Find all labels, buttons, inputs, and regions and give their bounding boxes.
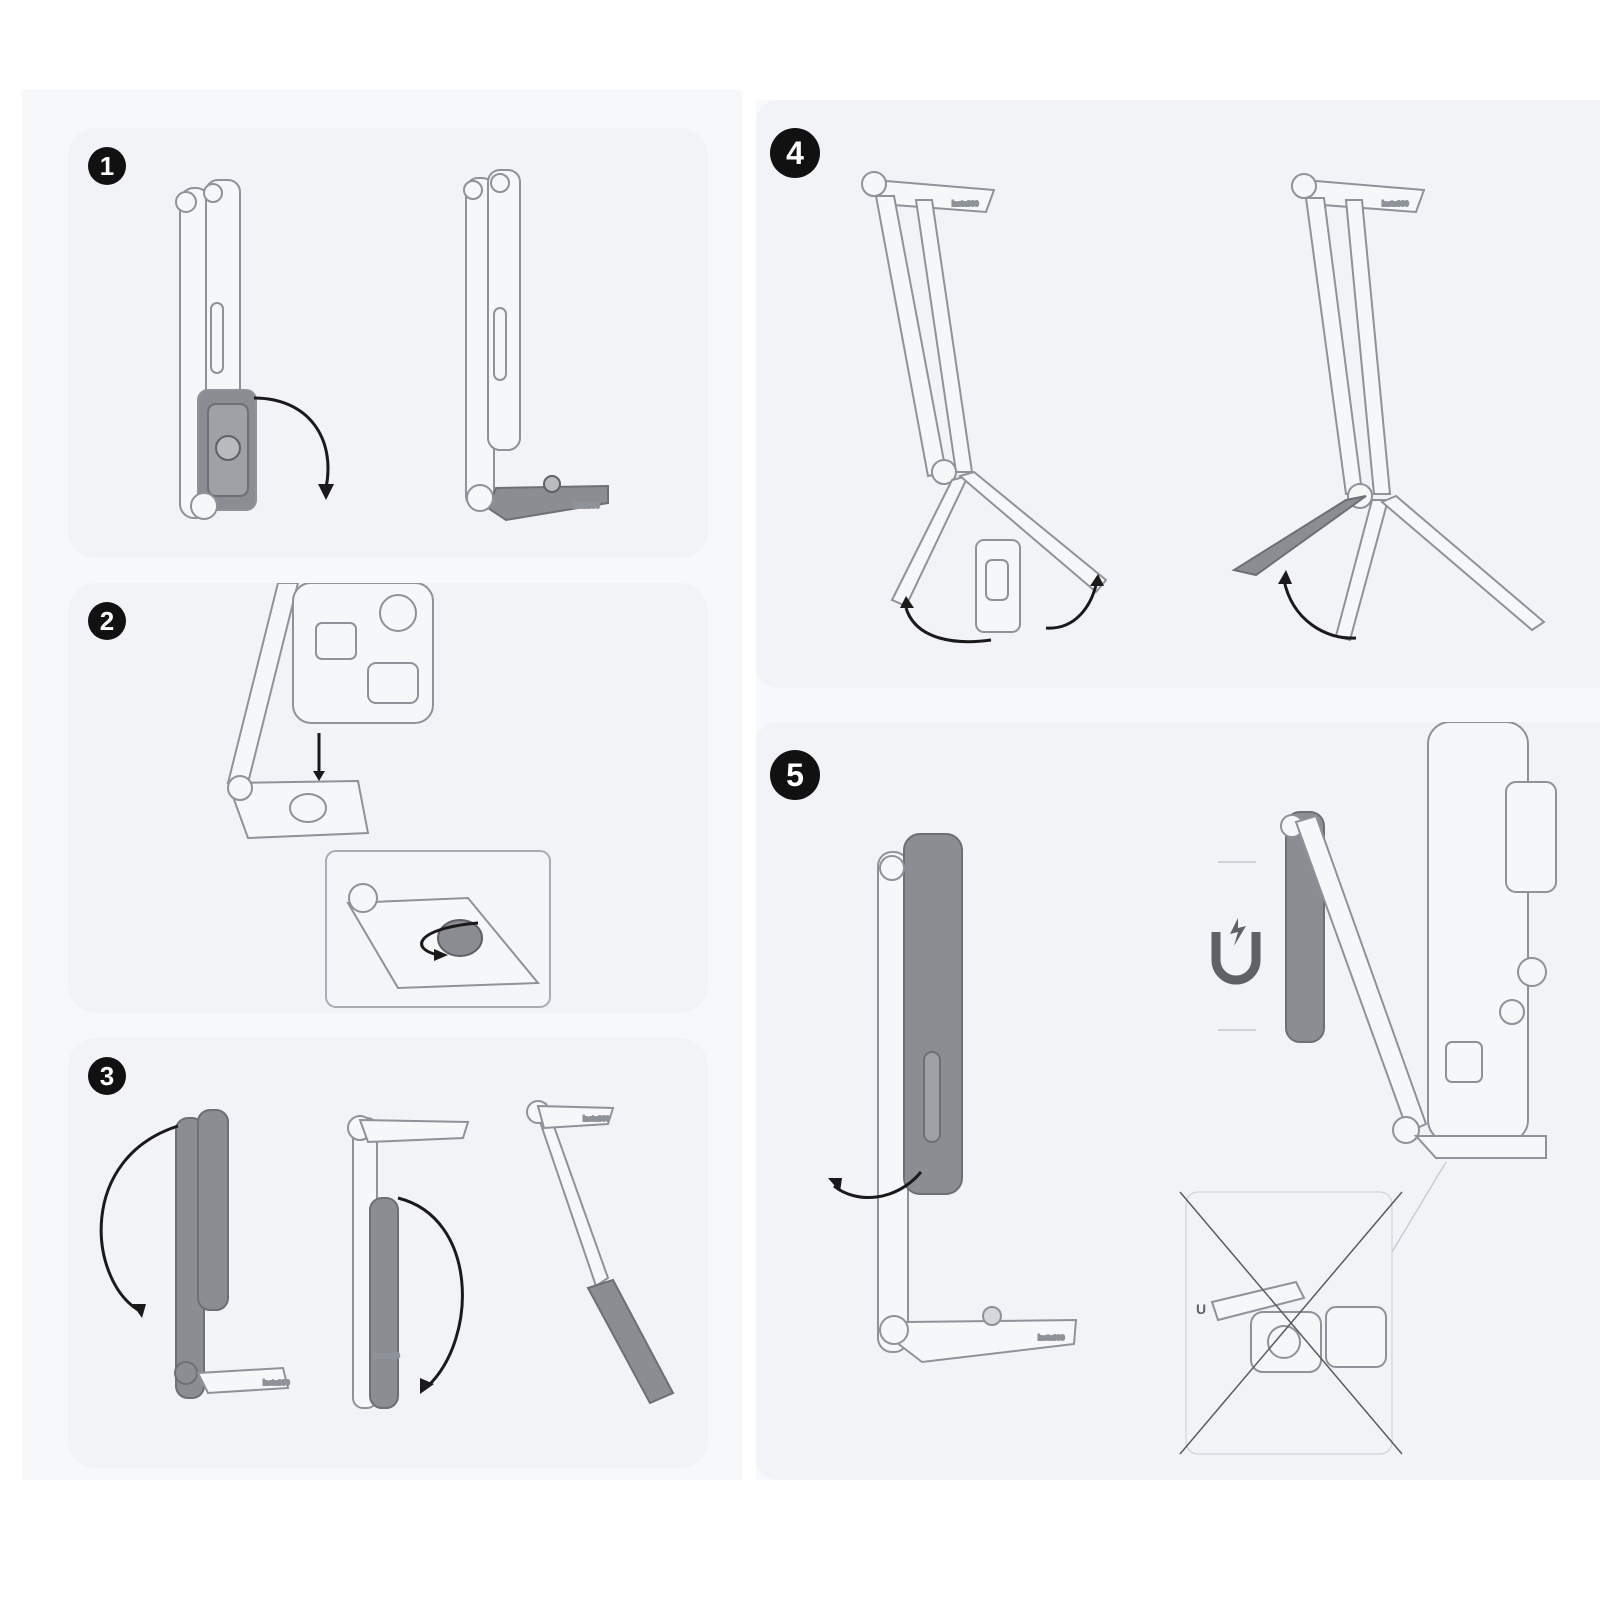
step-2-illustration — [226, 583, 551, 1008]
step-4-panel: 4 insta360 insta360 — [756, 100, 1600, 688]
arrow-head — [828, 1178, 842, 1192]
stand-hinge — [861, 171, 887, 197]
camera-lens — [379, 594, 417, 632]
curved-arrow-icon — [397, 1196, 464, 1388]
curved-arrow-icon — [833, 1171, 923, 1199]
brand-logo: insta360 — [373, 1353, 400, 1360]
arrow-head — [132, 1304, 146, 1318]
camera-button — [315, 622, 357, 660]
step-3-panel: 3 insta360 insta360 insta360 — [68, 1038, 708, 1468]
mount-plate-top — [358, 1118, 470, 1144]
arrow-head — [313, 771, 325, 781]
stand-hinge — [175, 191, 197, 213]
step-2-badge: 2 — [88, 602, 126, 640]
arrow-head — [1278, 570, 1292, 584]
stand-leg — [1294, 814, 1428, 1134]
stand-hinge — [1291, 173, 1317, 199]
curved-arrow-icon — [420, 921, 479, 957]
step-5-illustration: insta360 — [828, 722, 1557, 1455]
stand-leg — [1344, 199, 1392, 495]
stand-leg-dark — [586, 1278, 675, 1405]
step-4-illustration: insta360 insta360 — [861, 171, 1546, 644]
stand-slot — [923, 1051, 941, 1143]
inset-camera-side — [1325, 1306, 1387, 1368]
stand-leg — [534, 1102, 610, 1288]
stand-hinge — [174, 1361, 198, 1385]
mount-screw — [215, 435, 241, 461]
callout-line — [1391, 1161, 1447, 1253]
brand-logo: insta360 — [583, 1116, 610, 1123]
arrow-head — [420, 1378, 434, 1394]
brand-logo: insta360 — [573, 503, 600, 510]
magnet-icon — [1211, 861, 1261, 1031]
brand-logo: insta360 — [952, 201, 979, 208]
step-4-badge: 4 — [770, 128, 820, 178]
stand-hinge — [463, 180, 483, 200]
stand-hinge — [879, 855, 905, 881]
brand-logo: insta360 — [1382, 201, 1409, 208]
curved-arrow-icon — [1045, 584, 1098, 630]
mount-screw — [543, 475, 561, 493]
tripod-leg-dark — [1231, 495, 1367, 577]
camera-screen — [1505, 781, 1557, 893]
tripod-leg — [957, 470, 1108, 594]
mount-screw — [289, 793, 327, 823]
cross-icon — [1179, 1191, 1403, 1455]
step-3-badge: 3 — [88, 1057, 126, 1095]
step-1-badge: 1 — [88, 147, 126, 185]
inset-hinge — [348, 883, 378, 913]
foot-slot — [985, 559, 1009, 601]
stand-hinge — [227, 775, 253, 801]
arrow-head — [900, 596, 914, 608]
curved-arrow-icon — [1282, 579, 1357, 640]
stand-leg-dark — [369, 1197, 399, 1409]
step-1-panel: 1 insta360 — [68, 128, 708, 558]
stand-hinge — [490, 173, 510, 193]
arrow-head — [318, 484, 334, 500]
inset-camera-lens — [1267, 1325, 1301, 1359]
inset-stand-leg — [1210, 1280, 1306, 1322]
curved-arrow-icon — [99, 1124, 179, 1312]
curved-arrow-icon — [904, 607, 992, 644]
brand-logo: insta360 — [263, 1380, 290, 1387]
tripod-leg — [1380, 494, 1546, 632]
mount-plate-flat — [1413, 1135, 1547, 1159]
camera-screen — [367, 662, 419, 704]
stand-leg-dark — [197, 1109, 229, 1311]
mount-screw — [982, 1306, 1002, 1326]
stand-slot — [493, 307, 507, 381]
step-3-illustration: insta360 insta360 insta360 — [99, 1100, 675, 1409]
camera-port — [1445, 1041, 1483, 1083]
inset-magnet-icon: U — [1196, 1301, 1206, 1317]
brand-logo: insta360 — [1038, 1335, 1065, 1342]
arrow-head — [1090, 574, 1104, 586]
arrow-head — [434, 949, 448, 961]
stand-hinge — [190, 492, 218, 520]
stand-leg-dark — [903, 833, 963, 1195]
step-1-illustration: insta360 — [175, 169, 609, 522]
stand-hinge — [466, 484, 494, 512]
stand-hinge — [879, 1315, 909, 1345]
stand-slot — [210, 302, 224, 374]
tripod-leg — [890, 474, 970, 608]
mount-plate-top — [536, 1104, 615, 1130]
inset-screw — [437, 919, 483, 957]
stand-hinge — [1392, 1116, 1420, 1144]
step-5-panel: 5 insta360 — [756, 722, 1600, 1480]
step-5-badge: 5 — [770, 750, 820, 800]
camera-button — [1499, 999, 1525, 1025]
stand-hinge — [931, 459, 957, 485]
tripod-leg — [1334, 499, 1390, 642]
mount-plate-flat — [196, 1366, 290, 1395]
stand-leg — [226, 583, 300, 784]
curved-arrow-icon — [253, 396, 330, 489]
stand-hinge — [203, 183, 223, 203]
camera-button — [1517, 957, 1547, 987]
step-2-panel: 2 — [68, 583, 708, 1013]
